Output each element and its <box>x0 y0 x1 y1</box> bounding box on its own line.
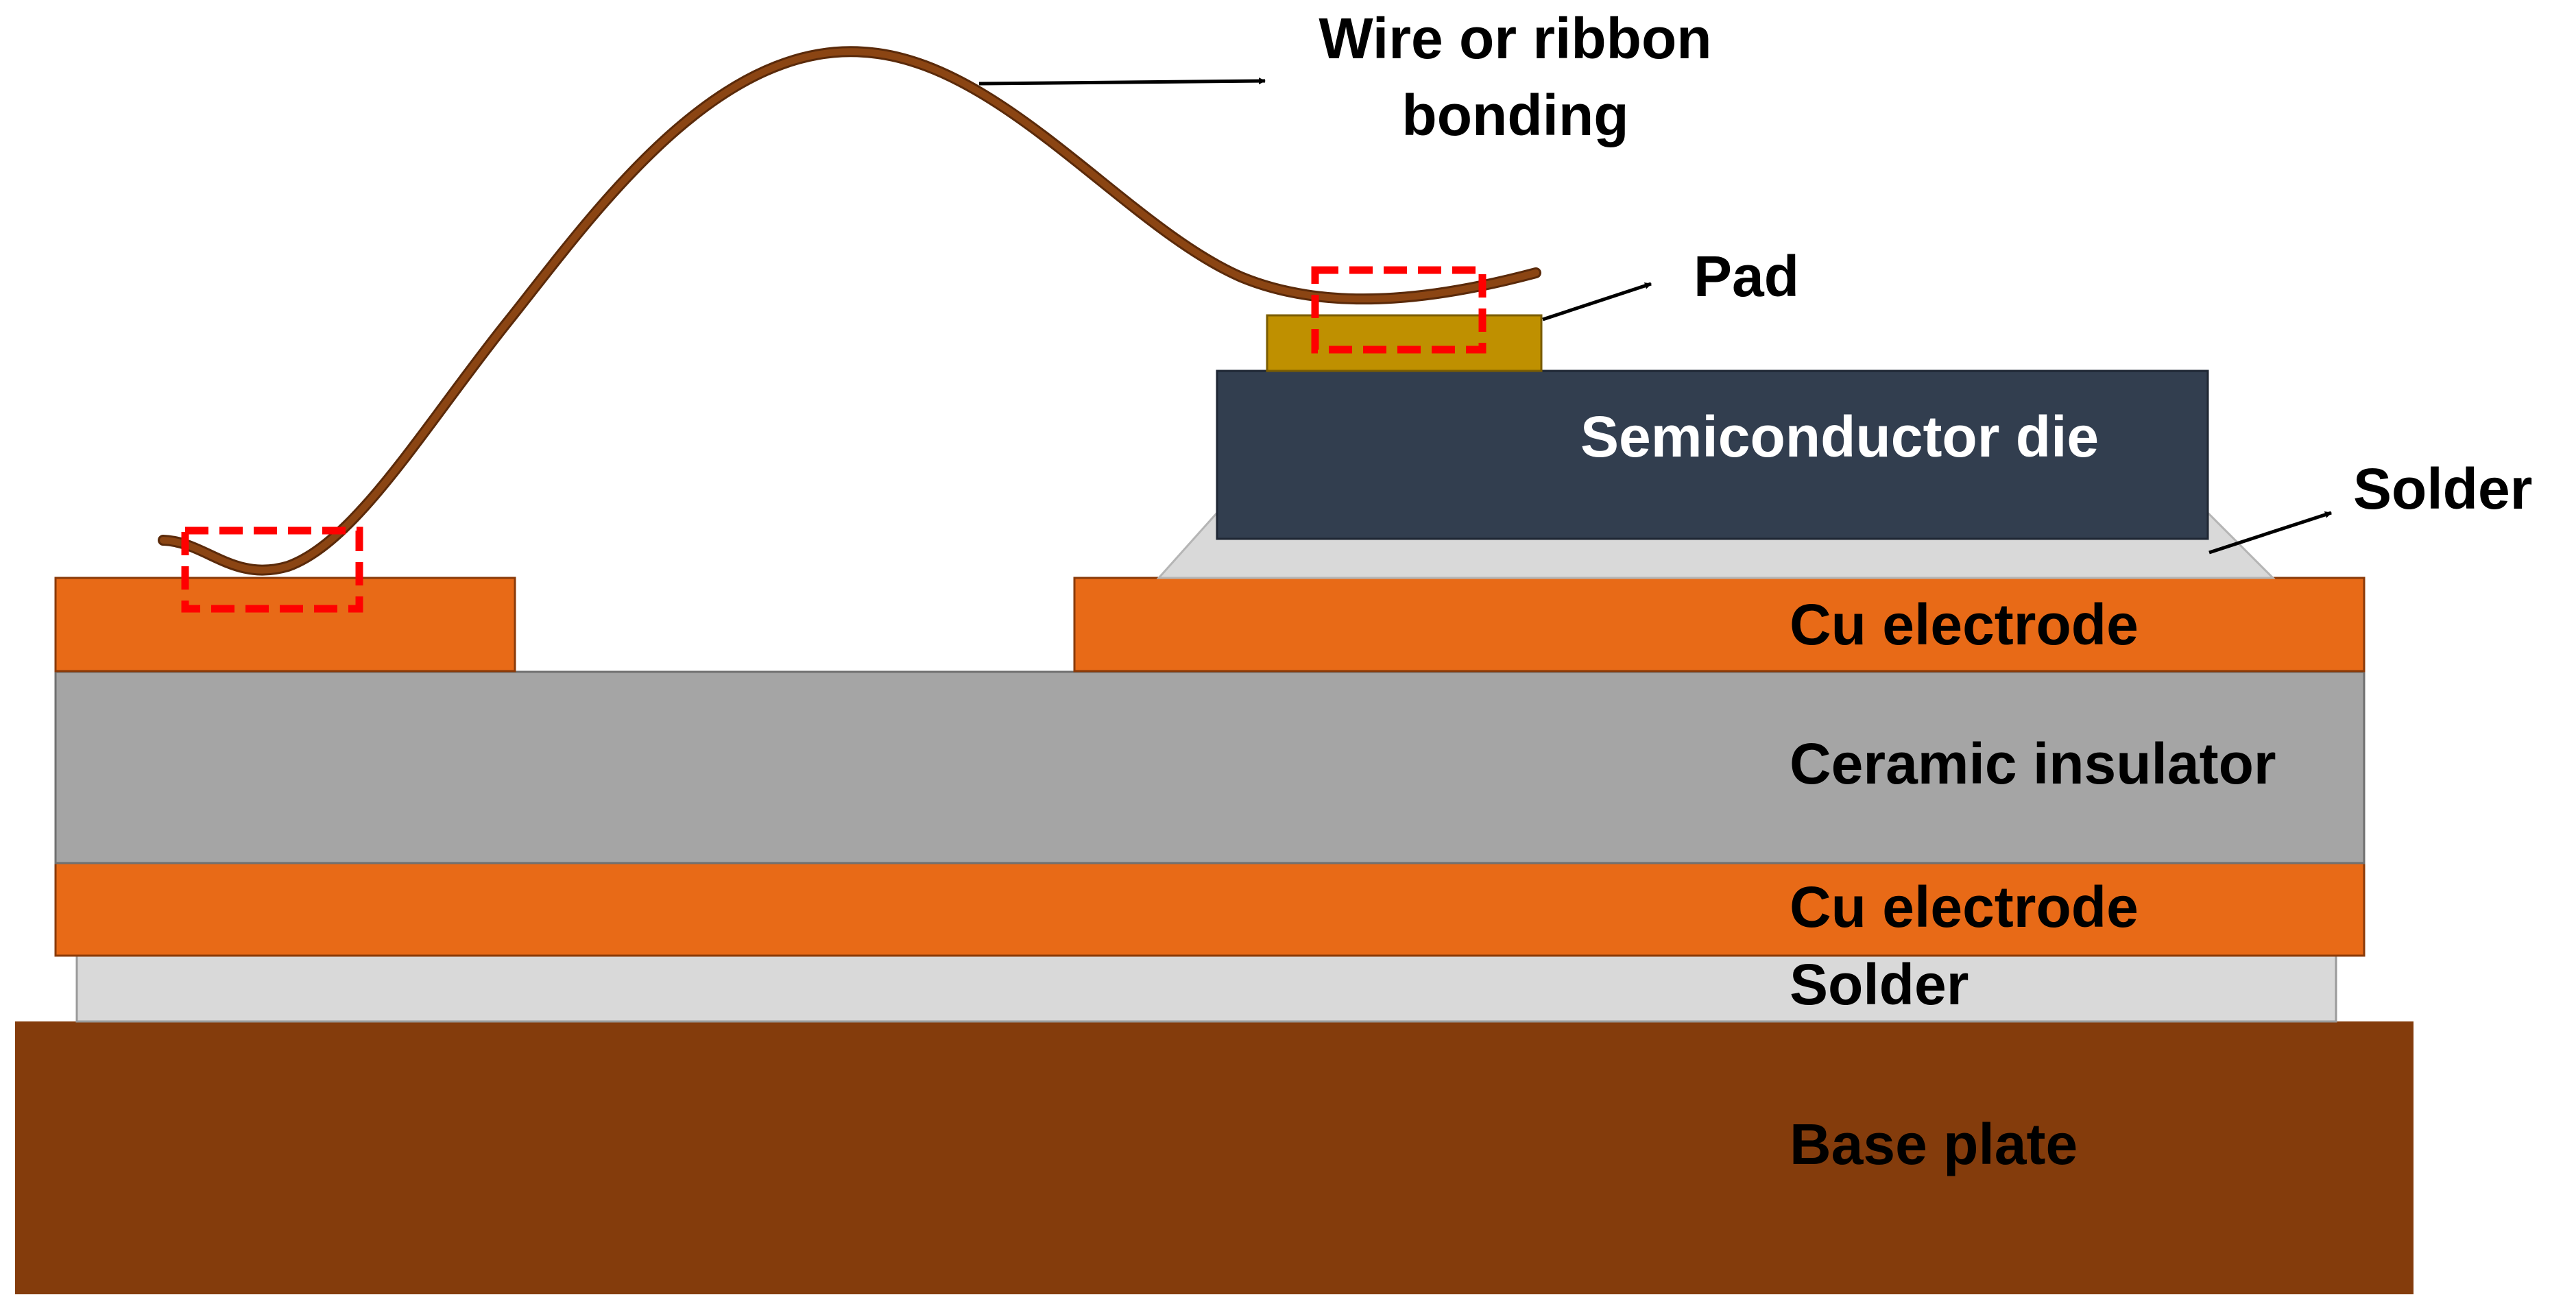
top-cu-electrode-left <box>54 577 516 673</box>
bond-pad <box>1266 314 1543 372</box>
bottom-solder-layer <box>75 952 2337 1023</box>
base-plate-label: Base plate <box>1790 1112 2078 1176</box>
wire-label-line2: bonding <box>1401 83 1628 147</box>
semiconductor-die <box>1216 370 2209 540</box>
pad-label: Pad <box>1694 244 1799 308</box>
ceramic-insulator-label: Ceramic insulator <box>1790 731 2276 796</box>
bonding-wire-highlight <box>160 48 1539 574</box>
wire-label-arrow <box>978 77 1266 86</box>
top-cu-electrode-right <box>1073 577 2366 673</box>
wire-label-line1: Wire or ribbon <box>1319 6 1711 71</box>
bond-region-highlight-left <box>181 526 363 613</box>
bottom-cu-electrode-label: Cu electrode <box>1790 875 2139 939</box>
semiconductor-die-label: Semiconductor die <box>1580 404 2099 469</box>
top-cu-electrode-label: Cu electrode <box>1790 592 2139 657</box>
pad-label-arrow <box>1542 282 1652 322</box>
bond-region-highlight-right <box>1311 266 1486 354</box>
bottom-cu-electrode <box>54 862 2366 957</box>
solder-label-arrow <box>2208 511 2332 555</box>
bottom-solder-label: Solder <box>1790 952 1969 1017</box>
base-plate <box>15 1021 2414 1294</box>
die-solder-label: Solder <box>2353 457 2532 521</box>
